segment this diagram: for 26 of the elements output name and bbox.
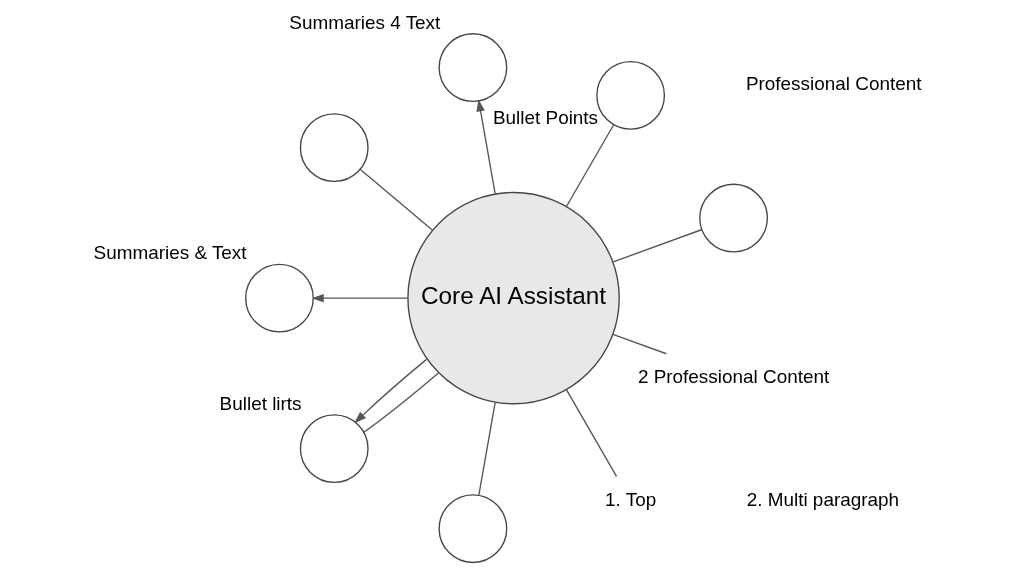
label: Professional Content (745, 72, 922, 94)
node-circle: Core AI Assistant (407, 191, 620, 405)
node-label: Bullet Points (492, 107, 599, 129)
node-label: Summaries 4 Text (289, 11, 441, 33)
arrow (311, 293, 409, 303)
connector (612, 333, 668, 355)
node-circle (299, 113, 369, 183)
connector (478, 401, 496, 496)
arrow (476, 99, 496, 195)
connector (565, 389, 618, 478)
node-circle (596, 60, 666, 130)
node-label: Bullet lirts (219, 392, 302, 414)
node-circle (299, 414, 369, 484)
connector (363, 372, 439, 433)
label: 2. Multi paragraph (746, 488, 900, 510)
connector (565, 124, 615, 207)
node-circle (245, 263, 314, 333)
node-label: Summaries & Text (93, 242, 247, 264)
node-circle (438, 494, 508, 564)
connector (359, 168, 433, 231)
node-circle (438, 33, 508, 102)
node-text: 1. Top (605, 488, 657, 510)
node-text: 2 Professional Content (637, 366, 830, 388)
node-circle (699, 183, 768, 253)
arrow (354, 358, 428, 424)
connector (612, 229, 703, 263)
